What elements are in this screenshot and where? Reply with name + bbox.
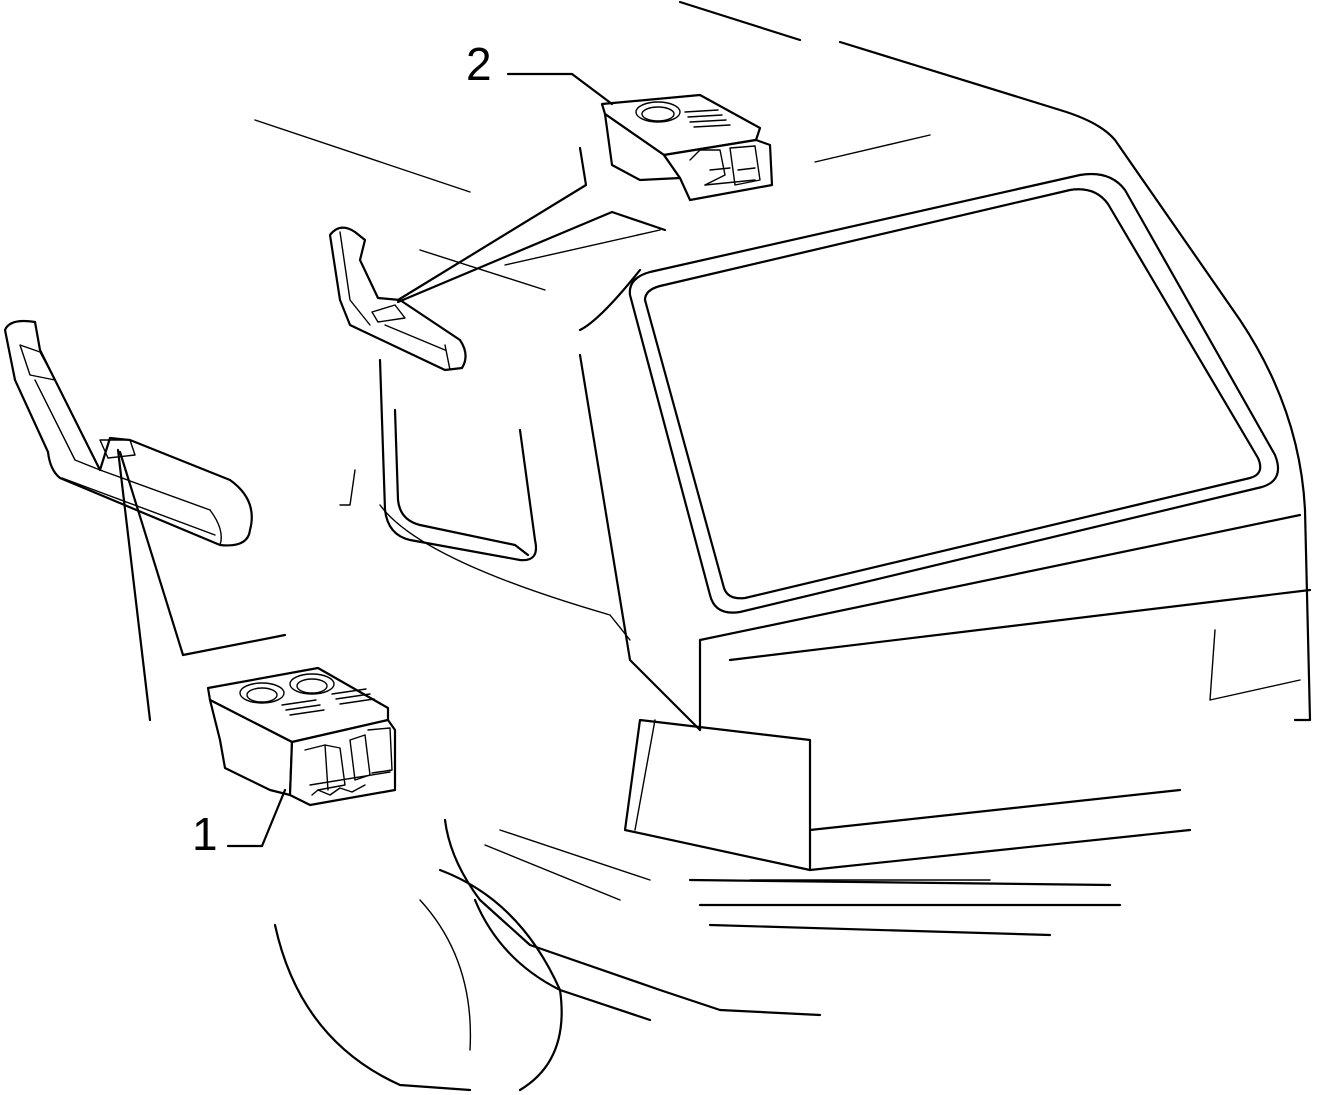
window-switch-double [206,666,397,807]
armrest-rear [328,226,467,372]
window-switch-single [600,93,774,202]
callout-1: 1 [192,788,287,860]
car-body [254,0,1312,1092]
callout-1-label: 1 [192,808,218,860]
armrest-front [3,319,253,547]
leader-lines [116,146,667,722]
callout-2: 2 [466,38,614,106]
callout-2-label: 2 [466,38,492,90]
